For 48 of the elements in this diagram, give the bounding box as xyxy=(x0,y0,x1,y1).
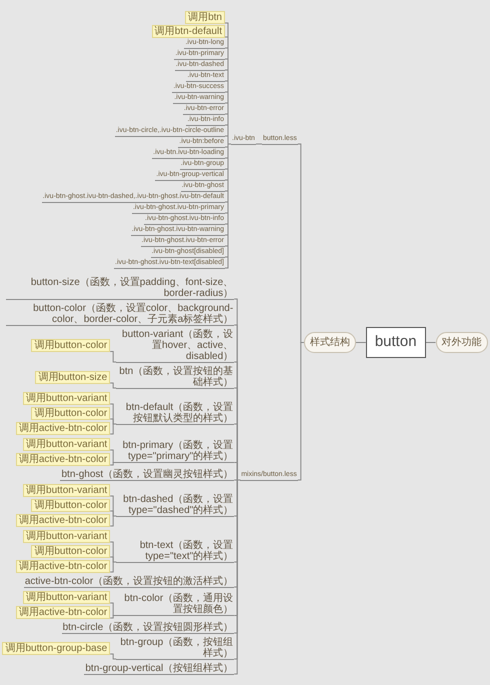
connector-line xyxy=(110,562,117,572)
topic-label: btn-dashed（函数，设置type="dashed"的样式） xyxy=(116,494,234,516)
connector-line xyxy=(110,351,117,362)
call-note: 调用button-variant xyxy=(23,392,110,404)
call-note: 调用active-btn-color xyxy=(16,560,110,572)
connector-line xyxy=(297,342,304,480)
connector-line xyxy=(224,136,232,144)
call-note: 调用button-group-base xyxy=(2,642,110,654)
branch-pill: 样式结构 xyxy=(304,332,356,353)
connector-line xyxy=(110,516,117,526)
topic-label: button-color（函数，设置color、background-color、border-color、子元素a标签样式） xyxy=(6,302,234,326)
call-note: 调用button-color xyxy=(31,339,110,352)
topic-label: btn-primary（函数，设置type="primary"的样式） xyxy=(116,440,234,463)
connector-line xyxy=(425,342,436,343)
call-note: 调用active-btn-color xyxy=(16,606,110,618)
connector-line xyxy=(355,342,366,343)
topic-label: btn-default（函数，设置按钮默认类型的样式） xyxy=(116,402,234,424)
call-note: 调用button-variant xyxy=(23,484,110,496)
call-note: 调用button-variant xyxy=(23,590,110,604)
connector-line xyxy=(110,382,117,388)
call-note: 调用active-btn-color xyxy=(16,452,110,466)
topic-label: button-size（函数，设置padding、font-size、border-radius） xyxy=(6,276,234,300)
call-note: 调用active-btn-color xyxy=(16,514,110,526)
call-note: 调用button-color xyxy=(31,544,110,558)
topic-label: btn-ghost（函数，设置幽灵按钮样式） xyxy=(60,468,234,480)
branch-pill: 对外功能 xyxy=(436,332,488,353)
topic-label: btn-group（函数，按钮组样式） xyxy=(116,636,234,660)
connector-line xyxy=(110,424,117,434)
call-note: 调用btn xyxy=(185,10,225,24)
topic-label: btn（函数，设置按钮的基础样式） xyxy=(116,366,234,388)
connector-line xyxy=(110,462,117,466)
topic-label: btn-circle（函数，设置按钮圆形样式） xyxy=(62,622,234,634)
topic-label: btn-group-vertical（按钮组样式） xyxy=(84,662,234,674)
connector-line xyxy=(297,144,304,343)
connector-line xyxy=(110,615,117,618)
connector-line xyxy=(110,654,117,660)
topic-label: button-variant（函数，设置hover、active、disabled） xyxy=(116,328,234,362)
call-note: 调用active-btn-color xyxy=(16,422,110,434)
call-note: 调用button-size xyxy=(35,370,110,384)
topic-label: btn-text（函数，设置type="text"的样式） xyxy=(116,540,234,562)
call-note: 调用button-variant xyxy=(23,438,110,450)
topic-label: active-btn-color（函数，设置按钮的激活样式） xyxy=(24,576,234,588)
central-topic-box: button xyxy=(366,327,426,358)
topic-label: btn-color（函数，通用设置按钮颜色） xyxy=(116,593,234,616)
call-note: 调用button-variant xyxy=(23,530,110,542)
call-note: 调用button-color xyxy=(31,498,110,512)
call-note: 调用button-color xyxy=(31,406,110,420)
call-note: 调用btn-default xyxy=(152,24,225,38)
